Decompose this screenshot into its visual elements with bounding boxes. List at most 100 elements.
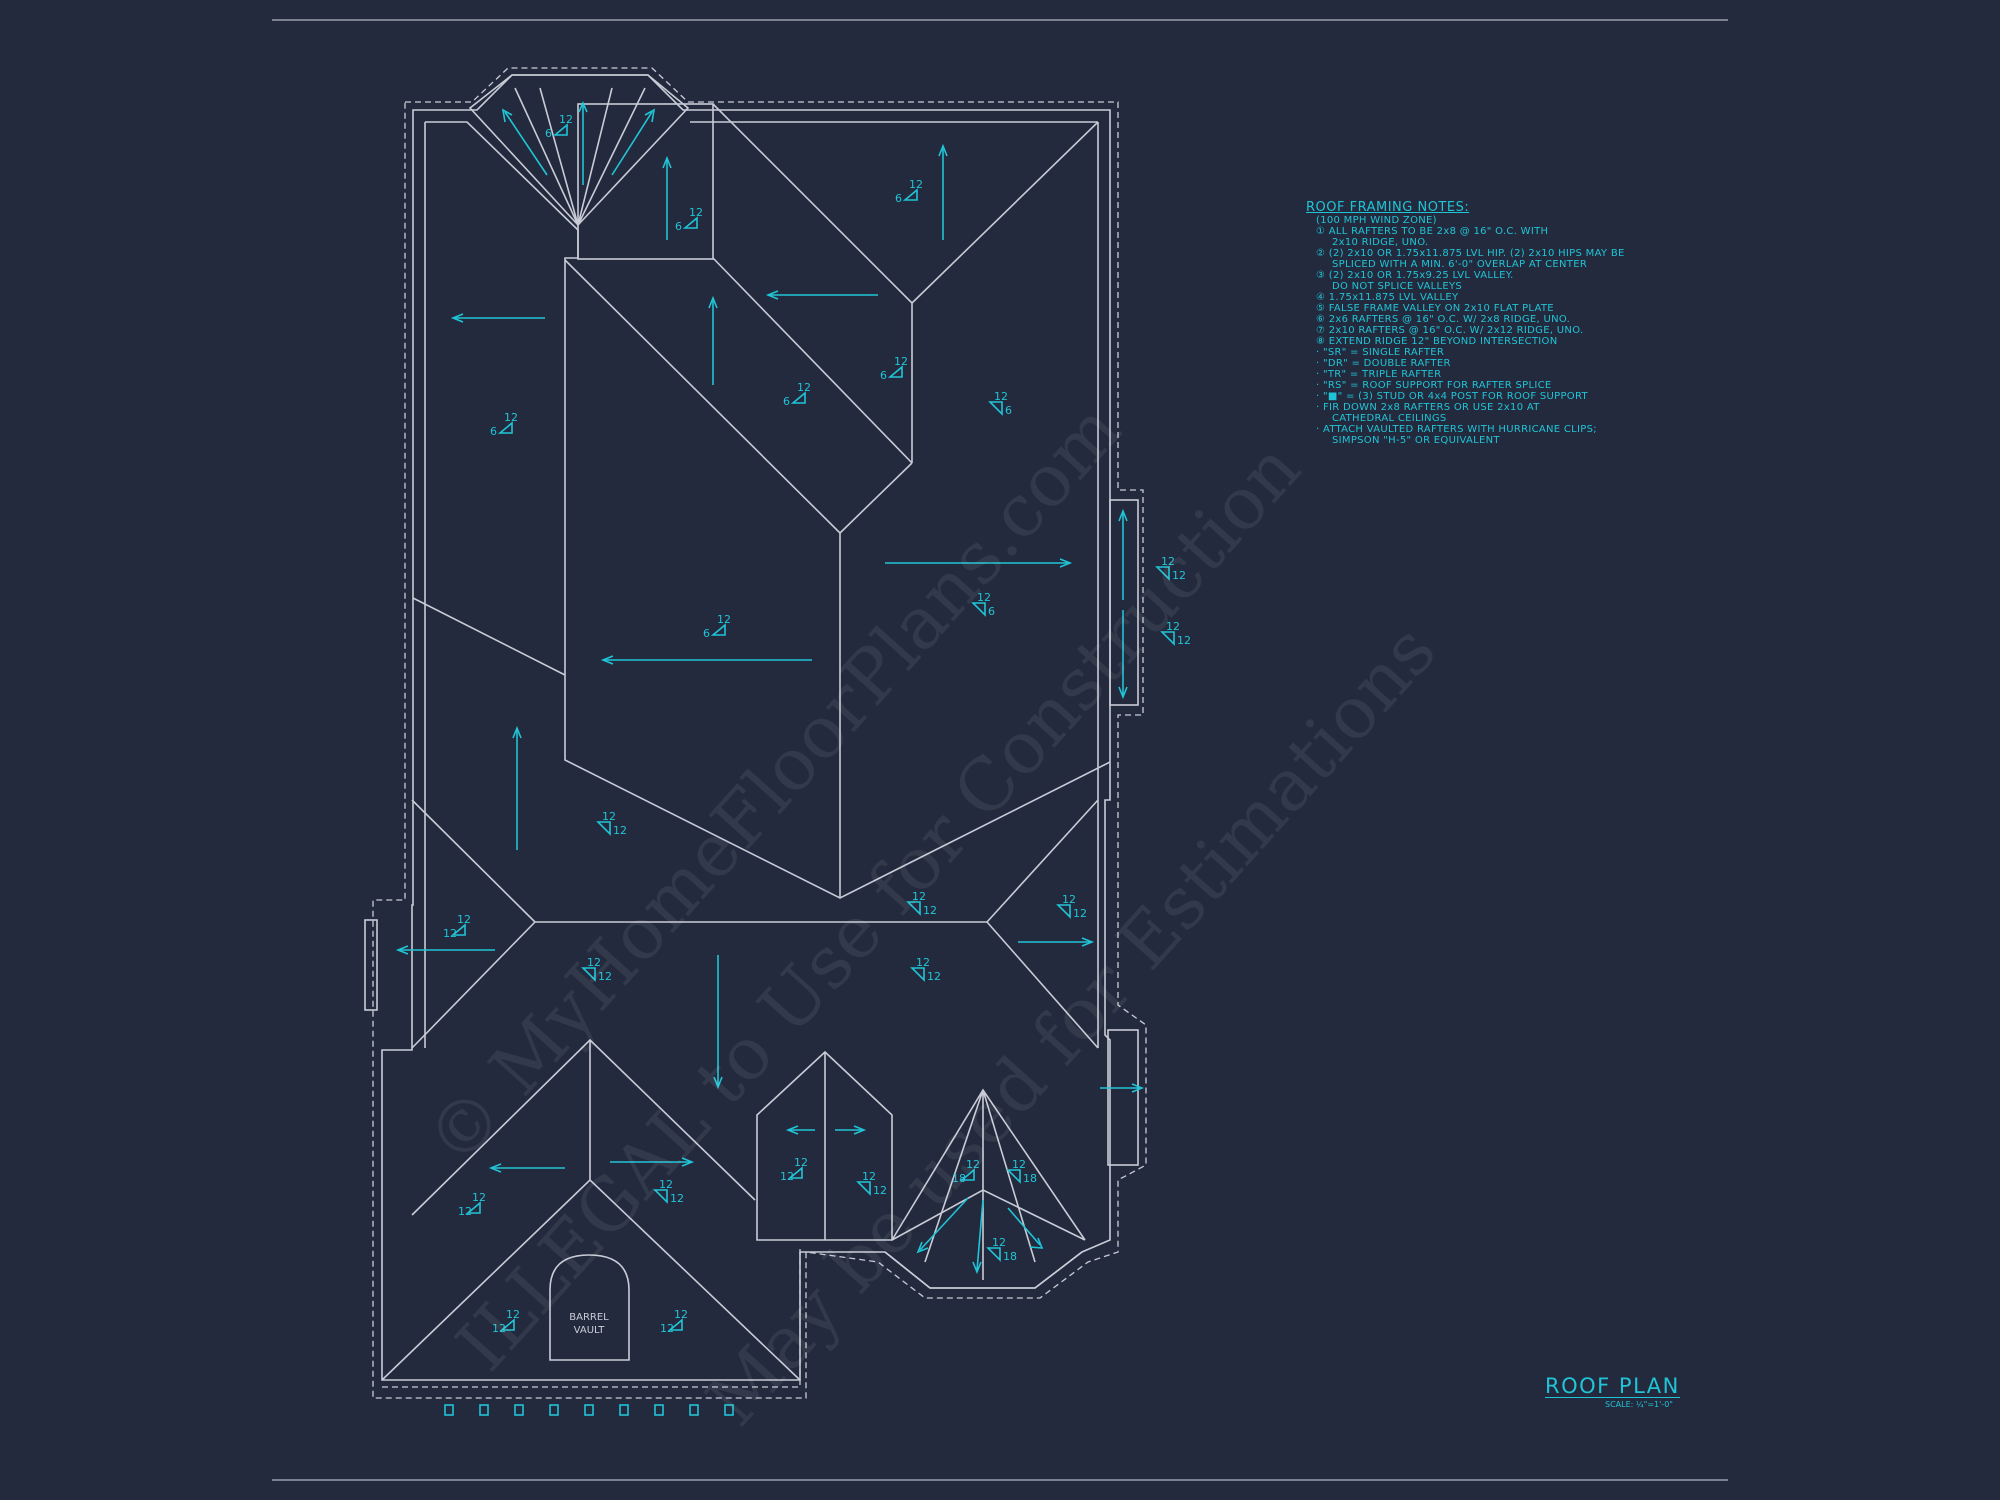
pitch-rise: 12: [894, 355, 908, 368]
pitch-rise: 12: [587, 956, 601, 969]
note-line: ② (2) 2x10 OR 1.75x11.875 LVL HIP. (2) 2…: [1316, 248, 1625, 259]
note-line: SPLICED WITH A MIN. 6'-0" OVERLAP AT CEN…: [1332, 259, 1588, 270]
pitch-rise: 12: [659, 1178, 673, 1191]
pitch-marker: 126: [545, 113, 573, 140]
pitch-run: 12: [873, 1184, 887, 1197]
barrel-label-2: VAULT: [574, 1325, 606, 1336]
hip-8: [411, 921, 536, 1049]
pitch-run: 12: [927, 970, 941, 983]
pitch-run: 12: [780, 1170, 794, 1183]
pitch-rise: 12: [977, 591, 991, 604]
note-line: ⑧ EXTEND RIDGE 12" BEYOND INTERSECTION: [1316, 336, 1558, 347]
pitch-marker: 126: [988, 390, 1012, 417]
octagon-bay: [891, 1088, 1086, 1280]
note-line: ⑥ 2x6 RAFTERS @ 16" O.C. W/ 2x8 RIDGE, U…: [1316, 314, 1571, 325]
pitch-marker: 126: [971, 591, 995, 618]
right-bay-box: [1107, 1029, 1139, 1166]
right-bump: [1109, 499, 1139, 706]
note-line: · "■" = (3) STUD OR 4x4 POST FOR ROOF SU…: [1316, 391, 1588, 402]
small-gable: [756, 1050, 893, 1241]
notes-title: ROOF FRAMING NOTES:: [1306, 200, 1470, 215]
note-line: (100 MPH WIND ZONE): [1316, 215, 1437, 226]
note-line: · ATTACH VAULTED RAFTERS WITH HURRICANE …: [1316, 424, 1597, 435]
hip-2: [911, 121, 1099, 304]
left-bump: [364, 919, 378, 1011]
notes-lines: (100 MPH WIND ZONE)① ALL RAFTERS TO BE 2…: [1306, 215, 1636, 446]
pitch-rise: 12: [504, 411, 518, 424]
pitch-run: 6: [880, 369, 887, 382]
pitch-run: 12: [660, 1322, 674, 1335]
hip-7: [411, 799, 536, 923]
bay-ridge-main: [514, 87, 579, 226]
note-line: · FIR DOWN 2x8 RAFTERS OR USE 2x10 AT: [1316, 402, 1540, 413]
hip-6: [412, 597, 566, 676]
upper-bay: [468, 74, 690, 227]
barrel-vault: [549, 1254, 630, 1361]
upper-bay-ridge2: [577, 87, 613, 226]
pitch-run: 12: [443, 927, 457, 940]
note-line: ⑤ FALSE FRAME VALLEY ON 2x10 FLAT PLATE: [1316, 303, 1554, 314]
pitch-rise: 12: [506, 1308, 520, 1321]
slope-arrows: [395, 101, 1145, 1275]
pitch-marker: 12 6: [880, 355, 908, 382]
pitch-rise: 12: [1161, 555, 1175, 568]
pitch-run: 6: [545, 127, 552, 140]
note-line: ⑦ 2x10 RAFTERS @ 16" O.C. W/ 2x12 RIDGE,…: [1316, 325, 1584, 336]
barrel-label-1: BARREL: [569, 1312, 609, 1323]
pitch-marker: 126: [895, 178, 923, 205]
hip-10: [986, 921, 1099, 1049]
pitch-rise: 12: [1062, 893, 1076, 906]
note-line: DO NOT SPLICE VALLEYS: [1332, 281, 1463, 292]
pitch-rise: 12: [912, 890, 926, 903]
hip-4: [564, 259, 841, 534]
pitch-rise: 12: [992, 1236, 1006, 1249]
pitch-run: 12: [598, 970, 612, 983]
pitch-rise: 12: [994, 390, 1008, 403]
pitch-run: 12: [613, 824, 627, 837]
pitch-run: 6: [703, 627, 710, 640]
hip-9: [986, 799, 1099, 923]
pitch-run: 12: [1073, 907, 1087, 920]
hip-5: [839, 462, 913, 534]
pitch-marker: 126: [783, 381, 811, 408]
roof-framing-notes: ROOF FRAMING NOTES: (100 MPH WIND ZONE)①…: [1306, 200, 1636, 446]
note-line: SIMPSON "H-5" OR EQUIVALENT: [1332, 435, 1500, 446]
pitch-run: 18: [1023, 1172, 1037, 1185]
pitch-run: 12: [1177, 634, 1191, 647]
pitch-run: 6: [675, 220, 682, 233]
note-line: · "DR" = DOUBLE RAFTER: [1316, 358, 1451, 369]
octagon-edge: [884, 1251, 1083, 1289]
pitch-run: 6: [1005, 404, 1012, 417]
pitch-run: 18: [952, 1172, 966, 1185]
inner-boundary: [425, 121, 1111, 899]
bay-ridge-side: [577, 87, 646, 226]
eave-outline: [372, 67, 1147, 1399]
roof-plan-scale: SCALE: ¼"=1'-0": [1605, 1400, 1673, 1409]
hip-3: [712, 257, 913, 464]
note-line: · "TR" = TRIPLE RAFTER: [1316, 369, 1442, 380]
pitch-marker: 126: [703, 613, 731, 640]
upper-bay-inner: [577, 103, 714, 260]
note-line: CATHEDRAL CEILINGS: [1332, 413, 1447, 424]
pitch-rise: 12: [472, 1191, 486, 1204]
roof-plan-title: ROOF PLAN: [1545, 1374, 1680, 1398]
note-line: · "RS" = ROOF SUPPORT FOR RAFTER SPLICE: [1316, 380, 1552, 391]
pitch-rise: 12: [689, 206, 703, 219]
pitch-run: 12: [923, 904, 937, 917]
pitch-rise: 12: [1012, 1158, 1026, 1171]
pitch-rise: 12: [862, 1170, 876, 1183]
upper-bay-ridge: [539, 87, 579, 226]
pitch-run: 18: [1003, 1250, 1017, 1263]
